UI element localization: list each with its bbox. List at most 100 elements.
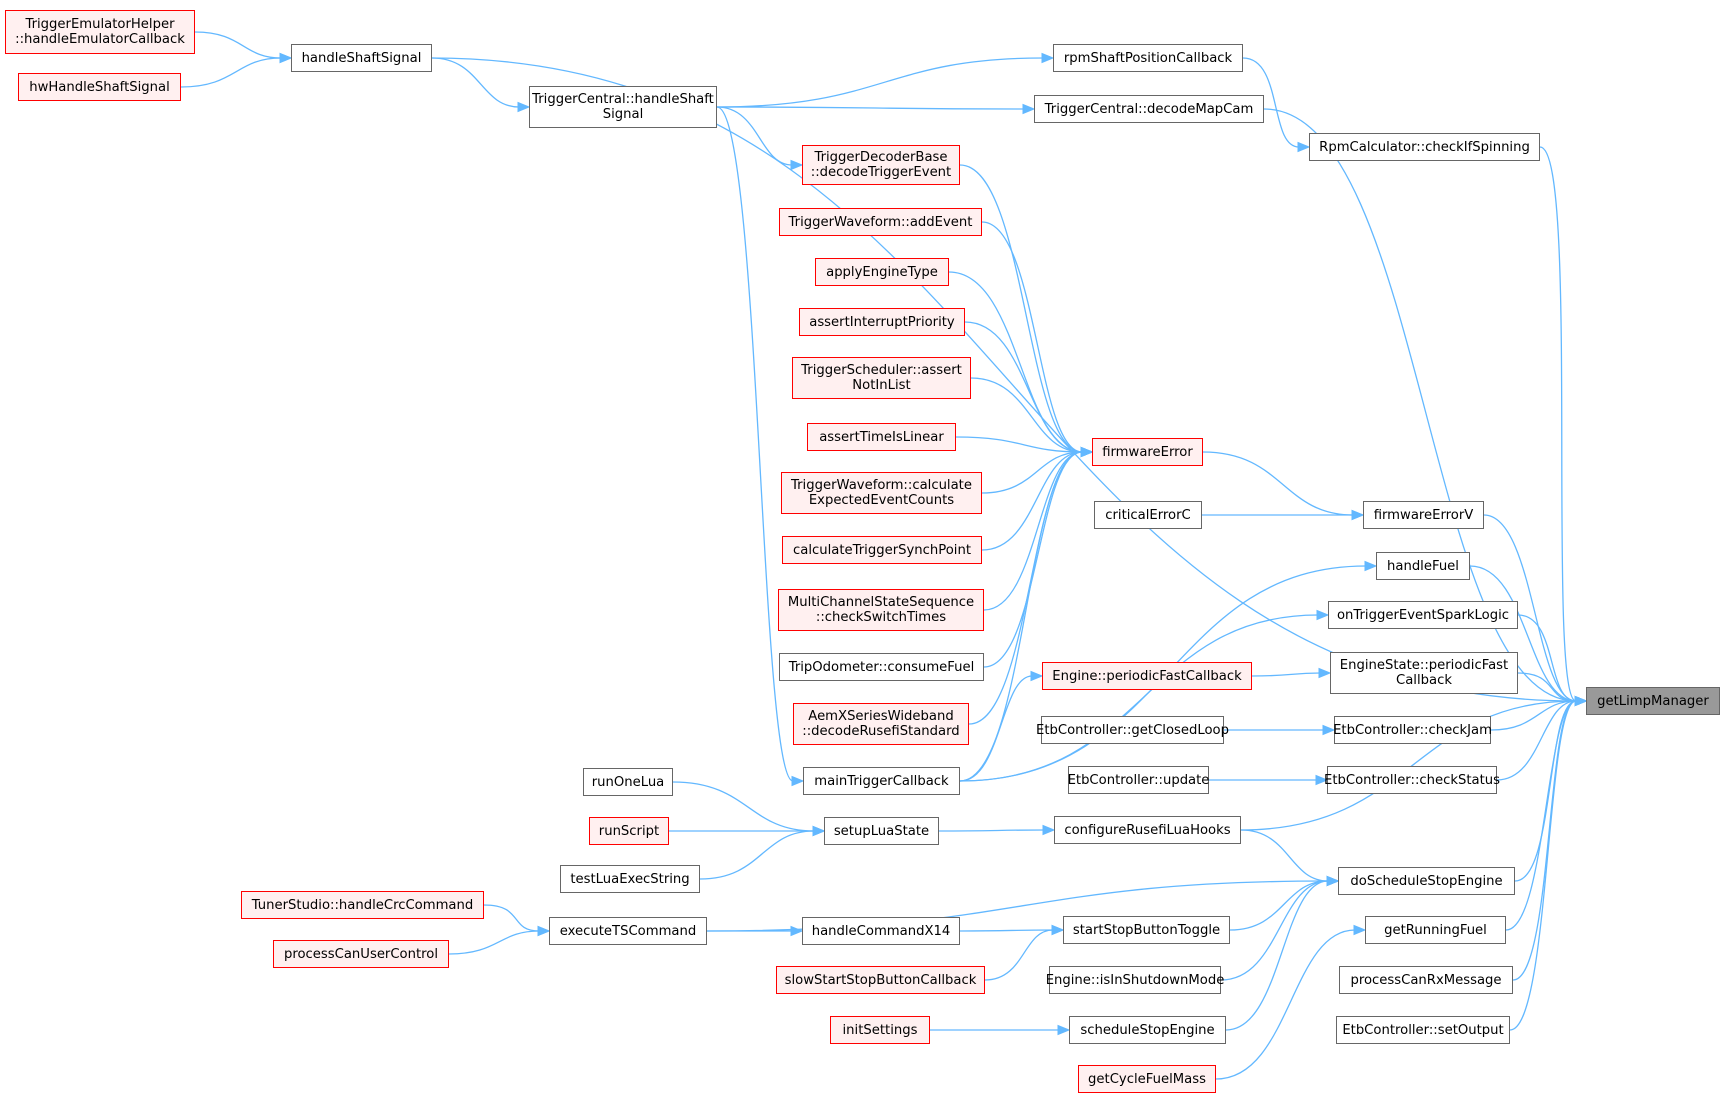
edge-arrowhead bbox=[1022, 103, 1036, 115]
graph-node-hwhss[interactable]: hwHandleShaftSignal bbox=[18, 73, 181, 101]
edge-hwhss-to-hss bbox=[180, 57, 282, 88]
edge-mtc-to-epfc bbox=[959, 675, 1033, 782]
edge-arrowhead bbox=[1322, 724, 1336, 736]
edge-arrowhead bbox=[1041, 52, 1055, 64]
graph-node-etsc[interactable]: executeTSCommand bbox=[549, 917, 707, 945]
graph-node-hss[interactable]: handleShaftSignal bbox=[291, 44, 432, 72]
graph-node-ssbc[interactable]: slowStartStopButtonCallback bbox=[776, 966, 985, 994]
graph-node-twce[interactable]: TriggerWaveform::calculate ExpectedEvent… bbox=[781, 472, 982, 514]
graph-node-ecgcl[interactable]: EtbController::getClosedLoop bbox=[1036, 716, 1229, 744]
graph-node-tsan[interactable]: TriggerScheduler::assert NotInList bbox=[792, 357, 971, 399]
graph-node-mcss[interactable]: MultiChannelStateSequence ::checkSwitchT… bbox=[778, 589, 984, 631]
graph-node-epfc[interactable]: Engine::periodicFastCallback bbox=[1042, 662, 1252, 690]
graph-node-gcfm[interactable]: getCycleFuelMass bbox=[1078, 1065, 1216, 1093]
graph-node-eccs[interactable]: EtbController::checkStatus bbox=[1324, 766, 1500, 794]
edge-arrowhead bbox=[1574, 695, 1588, 707]
graph-node-hf[interactable]: handleFuel bbox=[1376, 552, 1470, 580]
edge-grf-to-glm bbox=[1505, 700, 1577, 931]
edge-twce-to-fe bbox=[981, 451, 1083, 494]
graph-node-fe[interactable]: firmwareError bbox=[1092, 438, 1203, 466]
edge-twae-to-fe bbox=[981, 221, 1083, 453]
edge-rcis-to-glm bbox=[1539, 146, 1577, 702]
graph-node-crlh[interactable]: configureRusefiLuaHooks bbox=[1054, 816, 1241, 844]
graph-node-ecu[interactable]: EtbController::update bbox=[1068, 766, 1209, 794]
edge-tshcc-to-etsc bbox=[483, 904, 540, 932]
graph-node-tcdmc[interactable]: TriggerCentral::decodeMapCam bbox=[1034, 95, 1264, 123]
edge-hf-to-glm bbox=[1469, 565, 1577, 702]
edge-hcx14-to-ssbt bbox=[959, 929, 1054, 932]
graph-node-hcx14[interactable]: handleCommandX14 bbox=[802, 917, 960, 945]
graph-node-glm[interactable]: getLimpManager bbox=[1586, 687, 1720, 715]
graph-node-otesl[interactable]: onTriggerEventSparkLogic bbox=[1328, 601, 1518, 629]
edge-tsan-to-fe bbox=[970, 377, 1083, 453]
graph-node-rcis[interactable]: RpmCalculator::checkIfSpinning bbox=[1309, 133, 1540, 161]
graph-node-tocf[interactable]: TripOdometer::consumeFuel bbox=[779, 653, 984, 681]
edge-sls-to-crlh bbox=[938, 829, 1045, 832]
graph-node-aip[interactable]: assertInterruptPriority bbox=[799, 308, 965, 336]
edge-ecso-to-glm bbox=[1509, 700, 1577, 1031]
graph-node-tles[interactable]: testLuaExecString bbox=[560, 865, 700, 893]
edge-mtc-to-otesl bbox=[959, 614, 1319, 782]
edge-arrowhead bbox=[1326, 875, 1340, 887]
graph-node-aet[interactable]: applyEngineType bbox=[815, 258, 949, 286]
edge-atil-to-fe bbox=[955, 436, 1083, 453]
graph-node-espfc[interactable]: EngineState::periodicFast Callback bbox=[1330, 652, 1518, 694]
graph-node-rs[interactable]: runScript bbox=[589, 817, 669, 845]
edge-hss-to-tchss bbox=[431, 57, 520, 108]
edge-aip-to-fe bbox=[964, 321, 1083, 453]
graph-node-dsse[interactable]: doScheduleStopEngine bbox=[1338, 867, 1515, 895]
graph-node-ecso[interactable]: EtbController::setOutput bbox=[1336, 1016, 1510, 1044]
edge-eisd-to-dsse bbox=[1220, 880, 1329, 981]
graph-node-is[interactable]: initSettings bbox=[830, 1016, 930, 1044]
graph-node-fev[interactable]: firmwareErrorV bbox=[1363, 501, 1484, 529]
graph-node-ctsp[interactable]: calculateTriggerSynchPoint bbox=[782, 536, 982, 564]
graph-node-pcuc[interactable]: processCanUserControl bbox=[273, 940, 449, 968]
edge-pcuc-to-etsc bbox=[448, 930, 540, 955]
edge-arrowhead bbox=[1030, 670, 1044, 682]
edge-otesl-to-glm bbox=[1517, 614, 1577, 702]
edge-arrowhead bbox=[1316, 609, 1330, 621]
graph-node-eccj[interactable]: EtbController::checkJam bbox=[1333, 716, 1492, 744]
graph-node-eisd[interactable]: Engine::isInShutdownMode bbox=[1046, 966, 1224, 994]
graph-node-sse[interactable]: scheduleStopEngine bbox=[1069, 1016, 1226, 1044]
edge-gcfm-to-grf bbox=[1215, 929, 1356, 1080]
edge-etsc-to-dsse bbox=[706, 880, 1329, 932]
graph-node-ssbt[interactable]: startStopButtonToggle bbox=[1063, 916, 1230, 944]
graph-node-cec[interactable]: criticalErrorC bbox=[1094, 501, 1202, 529]
graph-node-mtc[interactable]: mainTriggerCallback bbox=[803, 767, 960, 795]
edge-arrowhead bbox=[1042, 824, 1056, 836]
edge-tdb-to-fe bbox=[959, 164, 1083, 453]
edge-epfc-to-espfc bbox=[1251, 672, 1321, 677]
edge-arrowhead bbox=[517, 101, 531, 113]
edge-tchss-to-tdb bbox=[716, 106, 793, 166]
edge-arrowhead bbox=[1318, 667, 1332, 679]
edge-arrowhead bbox=[279, 52, 293, 64]
graph-node-grf[interactable]: getRunningFuel bbox=[1365, 916, 1506, 944]
edge-arrowhead bbox=[1351, 509, 1365, 521]
graph-node-aem[interactable]: AemXSeriesWideband ::decodeRusefiStandar… bbox=[793, 703, 969, 745]
graph-node-sls[interactable]: setupLuaState bbox=[824, 817, 939, 845]
edge-tchss-to-tcdmc bbox=[716, 106, 1025, 110]
graph-node-tshcc[interactable]: TunerStudio::handleCrcCommand bbox=[241, 891, 484, 919]
edge-rol-to-sls bbox=[672, 781, 815, 832]
graph-node-pcrm[interactable]: processCanRxMessage bbox=[1339, 966, 1513, 994]
edge-arrowhead bbox=[1353, 924, 1367, 936]
graph-node-rol[interactable]: runOneLua bbox=[583, 768, 673, 796]
graph-node-tchss[interactable]: TriggerCentral::handleShaft Signal bbox=[529, 86, 717, 128]
edge-arrowhead bbox=[1051, 924, 1065, 936]
edge-tocf-to-fe bbox=[983, 451, 1083, 668]
edge-eccj-to-glm bbox=[1490, 700, 1577, 731]
edge-arrowhead bbox=[812, 825, 826, 837]
graph-node-atil[interactable]: assertTimeIsLinear bbox=[807, 423, 956, 451]
edge-arrowhead bbox=[1057, 1024, 1071, 1036]
edge-espfc-to-glm bbox=[1517, 672, 1577, 702]
graph-node-tdb[interactable]: TriggerDecoderBase ::decodeTriggerEvent bbox=[802, 145, 960, 185]
graph-node-rspc[interactable]: rpmShaftPositionCallback bbox=[1053, 44, 1243, 72]
edge-tchss-to-rspc bbox=[716, 57, 1044, 108]
graph-node-twae[interactable]: TriggerWaveform::addEvent bbox=[779, 208, 982, 236]
edge-arrowhead bbox=[1364, 560, 1378, 572]
edge-ssbc-to-ssbt bbox=[984, 929, 1054, 981]
graph-node-teh[interactable]: TriggerEmulatorHelper ::handleEmulatorCa… bbox=[5, 10, 195, 54]
edge-arrowhead bbox=[1297, 141, 1311, 153]
